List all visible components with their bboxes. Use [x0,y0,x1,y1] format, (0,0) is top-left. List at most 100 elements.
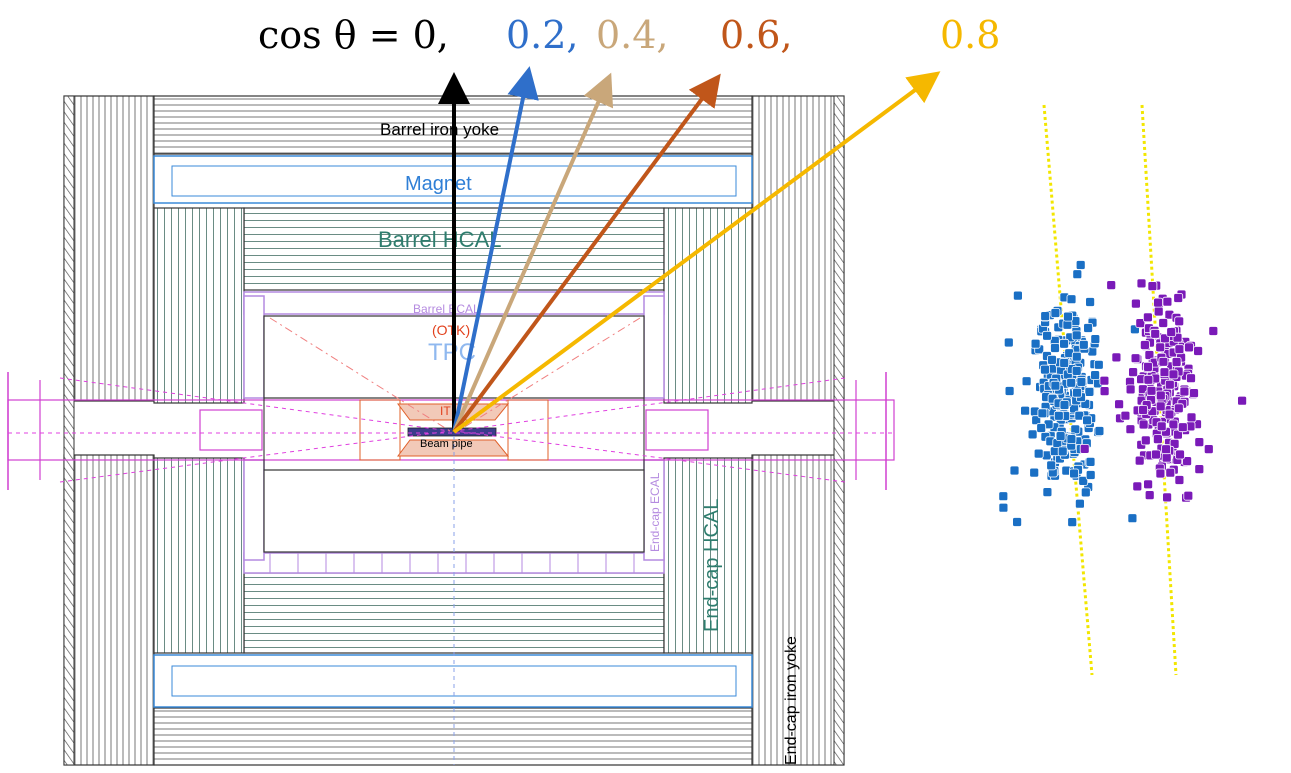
hit-marker [1021,376,1032,387]
hit-marker [1147,281,1158,292]
hit-marker [1050,308,1061,318]
label-beam-pipe: Beam pipe [420,438,473,450]
hit-marker [1027,429,1038,440]
hit-marker [1059,358,1070,368]
quad-left [199,409,263,451]
hit-marker [1036,423,1047,433]
hit-marker [1062,319,1073,330]
hit-marker [1067,517,1078,527]
hit-marker [1120,410,1131,421]
hit-marker [1208,326,1219,336]
acceptance-lines [8,100,896,765]
blue-jet-hits [998,260,1140,527]
hit-marker [1090,370,1100,381]
arrow-cos-0.2 [452,66,539,433]
hit-marker [1171,357,1182,367]
cos-value-0.6: 0.6, [720,13,793,57]
hit-marker [1131,298,1141,309]
hit-marker [1031,415,1042,426]
hit-marker [1046,460,1057,471]
hit-marker [1161,444,1171,455]
hit-marker [1082,415,1092,426]
hit-marker [1162,296,1173,307]
endcap-hcal-right-bottom [663,457,753,654]
hit-marker [1179,386,1190,397]
endcap-ecal-left-top [243,295,265,399]
hit-marker [1150,328,1161,339]
endcap-ecal-left-bottom [243,459,265,561]
hit-marker [1203,444,1214,455]
hit-marker [1155,468,1166,479]
hit-marker [1072,387,1082,398]
hit-marker [1029,467,1040,478]
hit-marker [1080,487,1091,498]
hit-marker [998,502,1009,513]
hit-marker [1144,350,1155,360]
hit-marker [1047,354,1057,365]
hit-marker [1138,419,1149,430]
hit-marker [1189,388,1199,399]
hit-marker [1138,405,1148,415]
hit-marker [1134,455,1145,466]
endcap-hcal-right-top [663,207,753,404]
label-endcap-ecal: End-cap ECAL [648,472,662,552]
hit-marker [1071,351,1082,362]
endcap-yoke-left-top [63,95,155,402]
hit-marker [1174,316,1185,327]
hit-marker [1078,339,1089,350]
hit-marker [1085,297,1095,307]
yoke-edge-left [63,95,75,766]
event-display [998,104,1247,676]
barrel-ecal-bottom-cells [269,553,635,573]
hit-marker [1037,408,1048,419]
hit-marker [1063,311,1073,322]
hit-marker [1099,375,1110,386]
hit-marker [1140,435,1151,446]
hit-marker [1177,422,1188,433]
hit-marker [1144,490,1155,501]
detector-cross-section [7,95,896,766]
label-barrel-ecal: Barrel ECAL [413,302,480,316]
endcap-yoke-left-bottom [63,454,155,766]
jet-track-right [1140,104,1178,676]
hit-marker [1162,492,1172,503]
arrow-cos-0.4 [452,72,614,433]
hit-marker [1099,386,1110,397]
hit-marker [1084,386,1095,397]
hit-marker [1153,306,1164,317]
endcap-yoke-right-top [751,95,845,402]
hit-marker [1057,446,1068,457]
hit-marker [1168,419,1179,430]
hit-marker [1020,405,1030,416]
hit-marker [1125,424,1136,435]
arrow-cos-0.6 [452,73,721,434]
hit-marker [1136,278,1147,289]
hit-marker [1079,443,1090,454]
hit-marker [1237,395,1247,406]
quad-right [645,409,709,451]
hit-marker [1183,490,1194,501]
hit-marker [1071,365,1082,376]
hit-marker [1085,456,1096,467]
hit-marker [1075,260,1086,270]
hit-marker [1186,373,1196,384]
hit-marker [1114,399,1124,410]
hit-marker [1125,384,1136,395]
hit-marker [1069,468,1079,479]
hit-marker [1140,340,1150,350]
hit-marker [1050,343,1060,353]
hit-marker [1093,359,1104,370]
jet-track-left [1042,104,1094,676]
hit-marker [1066,377,1077,388]
hit-marker [1106,280,1117,291]
hit-marker [1066,434,1077,445]
hit-marker [1166,327,1177,338]
label-endcap-hcal: End-cap HCAL [701,499,723,632]
hit-marker [1174,344,1185,355]
hit-marker [1128,367,1138,378]
hit-marker [1153,297,1163,308]
hit-marker [1161,452,1172,463]
hit-marker [1055,431,1066,442]
hit-marker [1066,294,1077,305]
